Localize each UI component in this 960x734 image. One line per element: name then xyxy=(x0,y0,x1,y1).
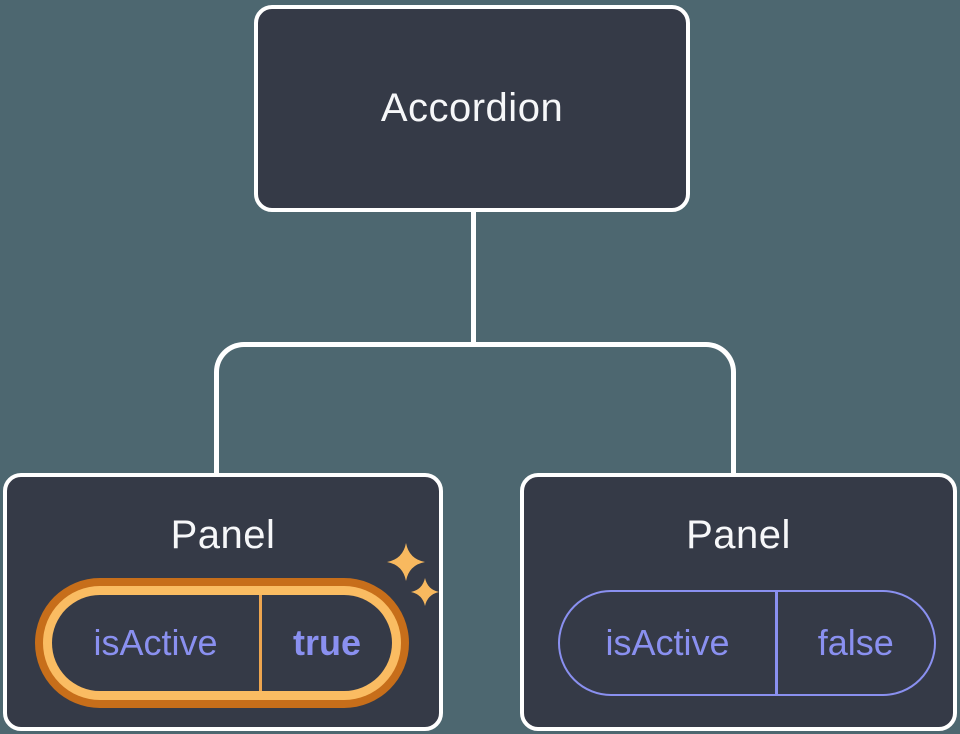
accordion-node: Accordion xyxy=(254,5,690,212)
panel-node-active: Panel isActive true xyxy=(3,473,443,731)
panel-node-label: Panel xyxy=(686,513,791,557)
panel-node-inactive: Panel isActive false xyxy=(520,473,957,731)
tree-connector-branch xyxy=(214,342,736,473)
state-name: isActive xyxy=(605,622,730,663)
state-value: false xyxy=(817,622,894,663)
state-pill-divider xyxy=(259,595,262,691)
state-value: true xyxy=(292,622,361,663)
sparkles-icon xyxy=(387,543,439,606)
state-name: isActive xyxy=(93,622,218,663)
state-pill-inactive: isActive false xyxy=(558,590,936,696)
tree-connector-stem xyxy=(471,210,476,347)
accordion-node-label: Accordion xyxy=(380,86,564,130)
state-pill-divider xyxy=(775,592,778,694)
state-pill-active: isActive true xyxy=(52,595,392,691)
panel-node-label: Panel xyxy=(170,513,276,557)
